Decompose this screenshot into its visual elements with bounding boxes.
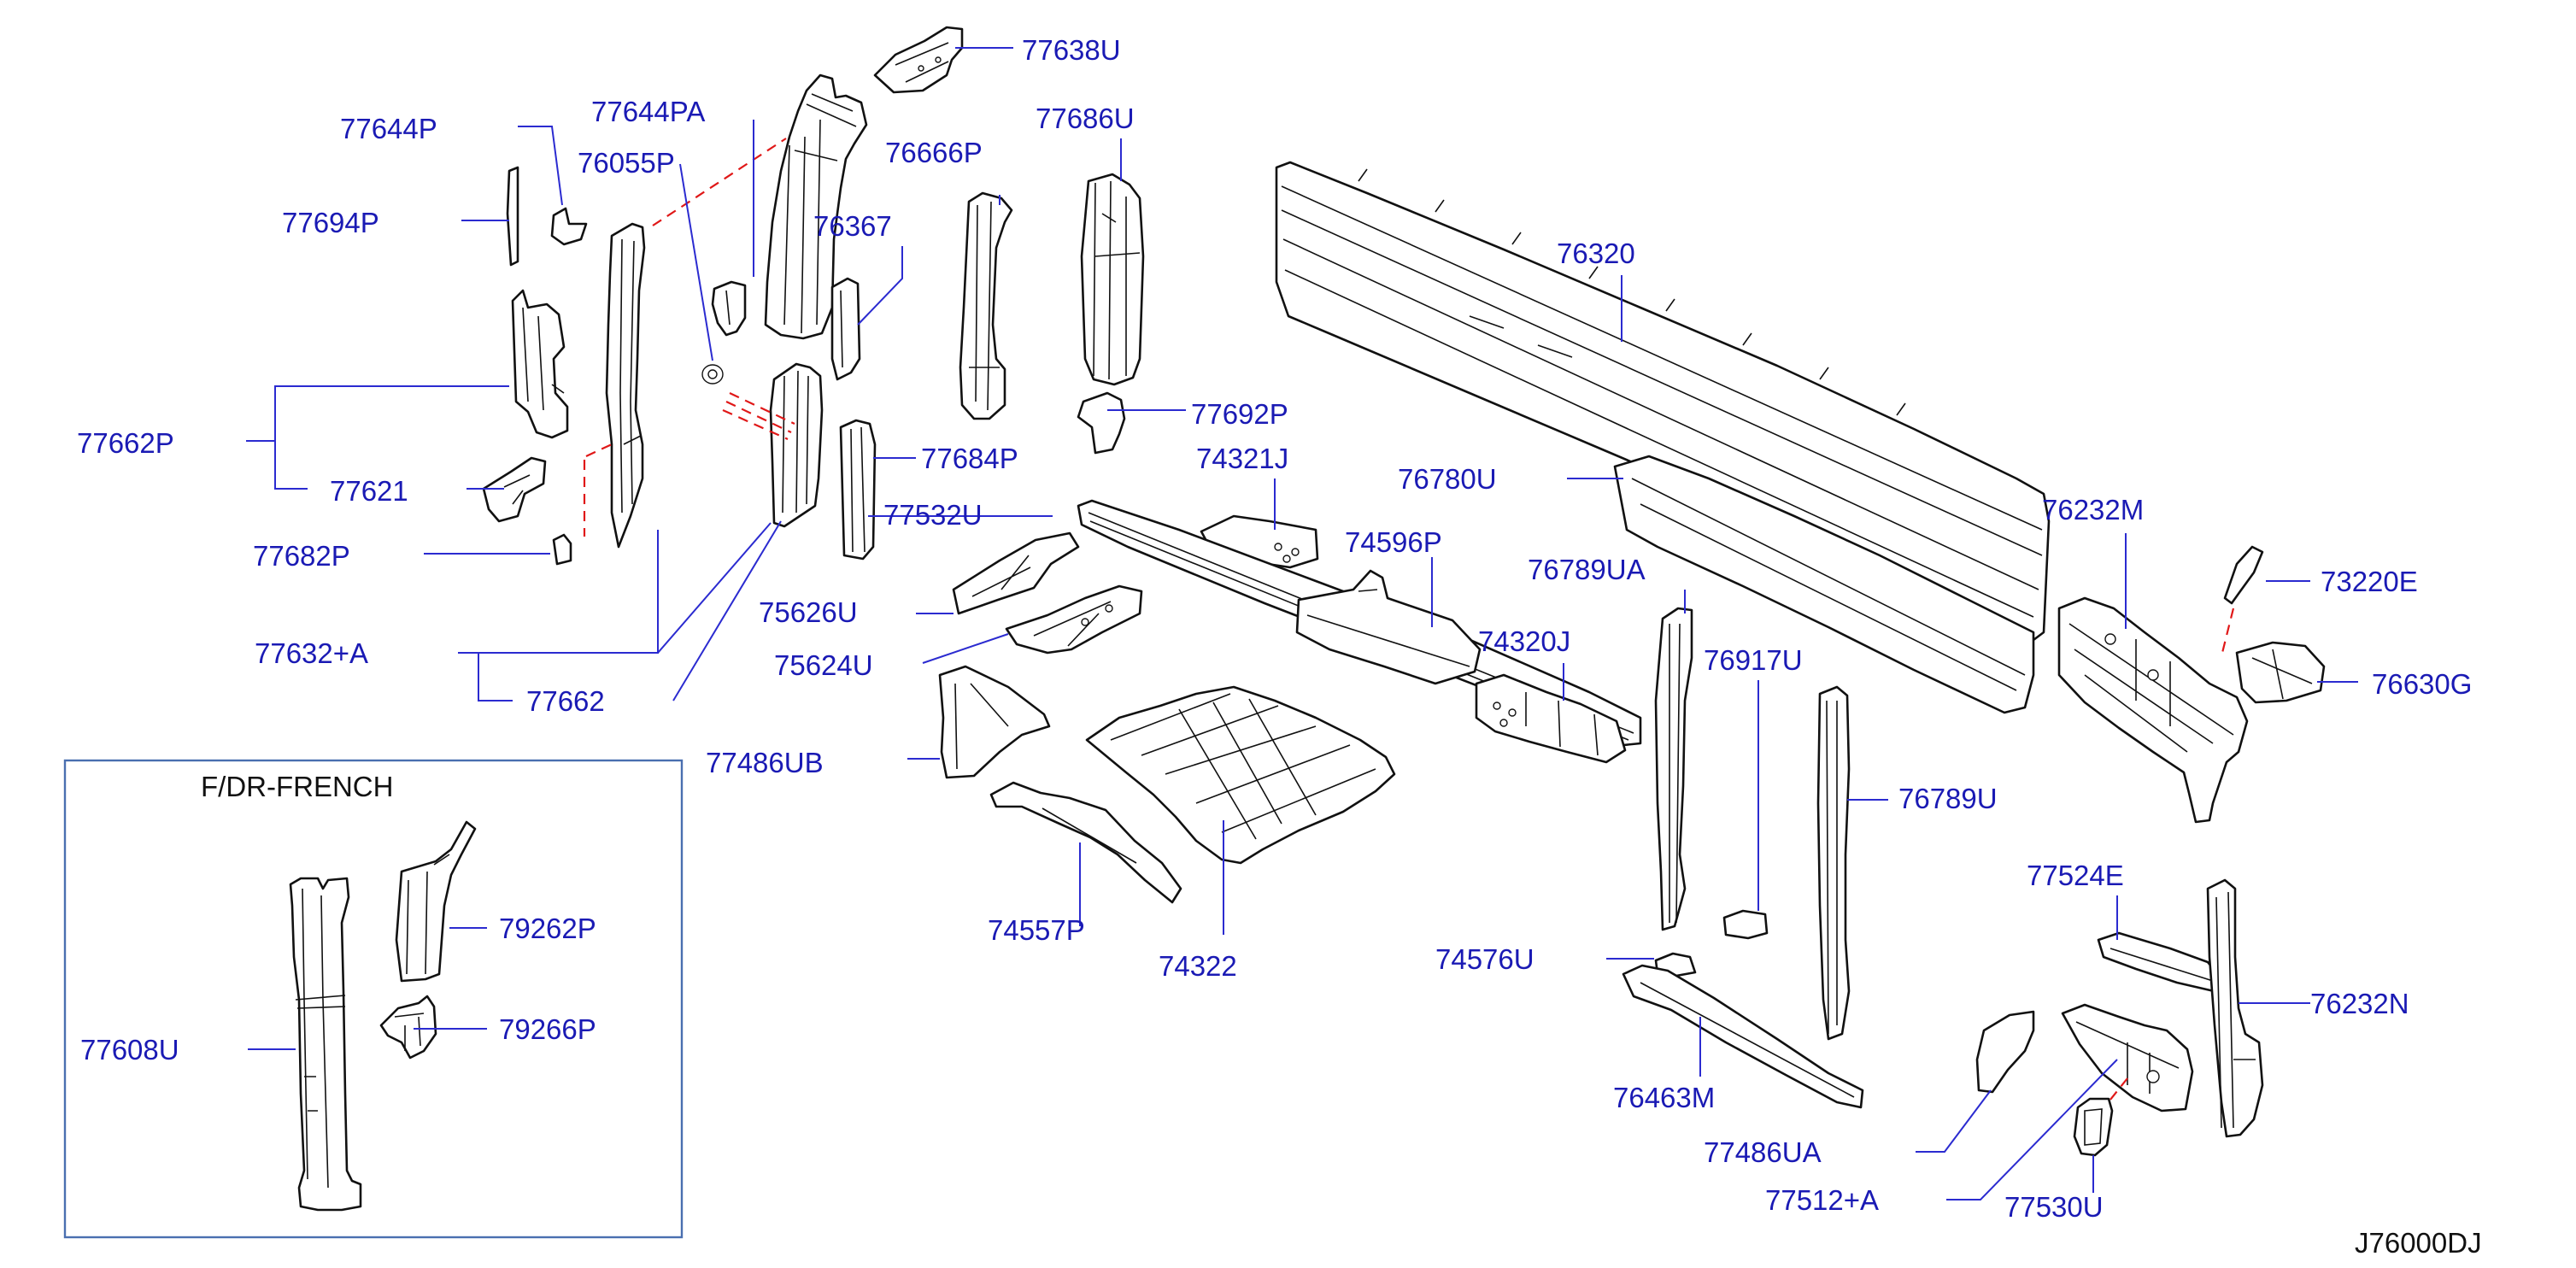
part-77608U xyxy=(289,877,362,1212)
label-74321J: 74321J xyxy=(1196,443,1288,474)
label-76232M: 76232M xyxy=(2042,494,2144,525)
label-76789UA: 76789UA xyxy=(1528,554,1646,585)
part-77686U xyxy=(1080,173,1145,386)
part-76666P xyxy=(959,191,1013,420)
label-77532U: 77532U xyxy=(883,499,983,531)
part-77682P xyxy=(552,533,572,566)
label-74557P: 74557P xyxy=(988,914,1085,946)
label-74320J: 74320J xyxy=(1478,625,1570,657)
label-76666P: 76666P xyxy=(885,137,983,168)
part-77486UA xyxy=(1975,1010,2035,1094)
part-74322 xyxy=(1085,685,1396,865)
label-76367: 76367 xyxy=(813,210,892,242)
label-79262P: 79262P xyxy=(499,913,596,944)
diagram-code: J76000DJ xyxy=(2355,1227,2482,1259)
label-76055P: 76055P xyxy=(578,147,675,179)
label-79266P: 79266P xyxy=(499,1013,596,1045)
label-77694P: 77694P xyxy=(282,207,379,238)
part-76463M xyxy=(1622,964,1864,1109)
label-77530U: 77530U xyxy=(2004,1191,2104,1223)
label-76630G: 76630G xyxy=(2372,668,2472,700)
label-77638U: 77638U xyxy=(1022,34,1121,66)
part-77662 xyxy=(764,73,868,340)
label-77632A: 77632+A xyxy=(255,637,368,669)
part-77632A xyxy=(605,222,646,549)
part-77486UB xyxy=(938,665,1051,779)
label-77486UA: 77486UA xyxy=(1704,1136,1822,1168)
part-76630G xyxy=(2235,641,2326,704)
label-74596P: 74596P xyxy=(1345,526,1442,558)
part-76917U xyxy=(1722,909,1769,940)
part-75626U xyxy=(952,531,1080,615)
label-76320: 76320 xyxy=(1557,238,1635,269)
label-77486UB: 77486UB xyxy=(706,747,824,778)
part-76055P xyxy=(701,364,724,385)
part-79266P xyxy=(379,995,437,1060)
part-76320 xyxy=(1275,161,2051,644)
label-76780U: 76780U xyxy=(1398,463,1497,495)
part-76789U xyxy=(1816,685,1851,1041)
part-77621 xyxy=(482,456,547,523)
part-76367 xyxy=(830,277,861,381)
label-77621: 77621 xyxy=(330,475,408,507)
part-77638U xyxy=(873,26,964,94)
part-77644P xyxy=(550,207,588,246)
label-77608U: 77608U xyxy=(80,1034,179,1065)
part-74596P xyxy=(1295,569,1482,685)
inset-box xyxy=(63,759,684,1239)
part-76232M xyxy=(2057,596,2249,824)
label-76232N: 76232N xyxy=(2310,988,2409,1019)
part-79262P xyxy=(395,820,477,983)
label-77686U: 77686U xyxy=(1036,103,1135,134)
label-77644P: 77644P xyxy=(340,113,437,144)
part-74557P xyxy=(989,781,1182,904)
label-77682P: 77682P xyxy=(253,540,350,572)
part-77692P xyxy=(1077,391,1126,455)
part-76789UA xyxy=(1654,607,1693,931)
label-77644PA: 77644PA xyxy=(591,96,705,127)
part-74320J xyxy=(1475,673,1627,764)
label-77662P: 77662P xyxy=(77,427,174,459)
part-77530U xyxy=(2073,1097,2114,1157)
part-77684P xyxy=(839,419,877,561)
label-77692P: 77692P xyxy=(1191,398,1288,430)
label-76789U: 76789U xyxy=(1898,783,1998,814)
part-76780U xyxy=(1613,455,2035,714)
part-76232N xyxy=(2206,878,2264,1138)
label-75626U: 75626U xyxy=(759,596,858,628)
part-77644PA xyxy=(711,280,747,337)
label-75624U: 75624U xyxy=(774,649,873,681)
label-77684P: 77684P xyxy=(921,443,1018,474)
label-76463M: 76463M xyxy=(1613,1082,1715,1113)
part-77662P xyxy=(511,289,569,439)
inset-title: F/DR-FRENCH xyxy=(201,771,393,802)
part-77512A xyxy=(2061,1003,2194,1112)
label-74322: 74322 xyxy=(1159,950,1237,982)
label-77512A: 77512+A xyxy=(1765,1184,1879,1216)
label-73220E: 73220E xyxy=(2321,566,2418,597)
part-77524E xyxy=(2097,931,2227,995)
part-77662-lower xyxy=(769,362,824,528)
label-77662: 77662 xyxy=(526,685,605,717)
label-74576U: 74576U xyxy=(1435,943,1534,975)
label-76917U: 76917U xyxy=(1704,644,1803,676)
part-77694P xyxy=(506,166,519,267)
label-77524E: 77524E xyxy=(2027,860,2124,891)
part-75624U xyxy=(1005,584,1143,655)
part-73220E xyxy=(2223,545,2264,605)
